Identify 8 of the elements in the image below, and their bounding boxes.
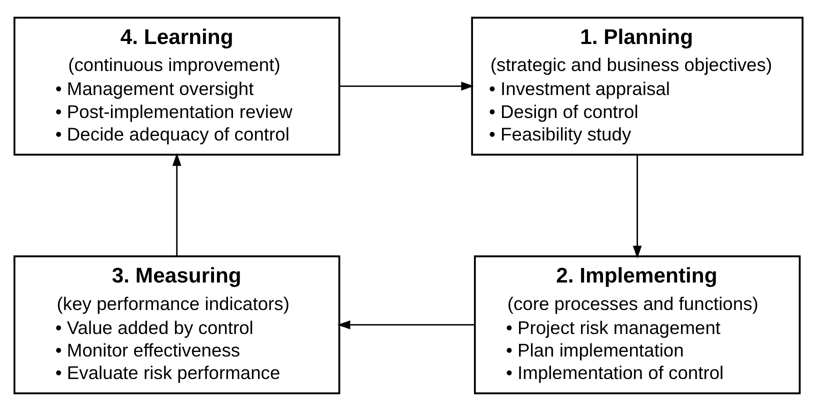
arrow [337,320,475,330]
arrow [172,153,182,256]
node-box: 1. Planning (strategic and business objectives) • Investment appraisal • Design of control • Feasibility study [471,16,804,156]
arrow [340,82,474,91]
arrow [632,155,642,258]
node-box: 2. Implementing (core processes and functions) • Project risk management • Plan implementation • Implementation of control [474,255,801,394]
node-box: 3. Measuring (key performance indicators) • Value added by control • Monitor effectiveness • Evaluate risk performance [14,255,340,394]
node-box: 4. Learning (continuous improvement) • Management oversight • Post-implementation review • Decide adequacy of control [14,16,340,156]
